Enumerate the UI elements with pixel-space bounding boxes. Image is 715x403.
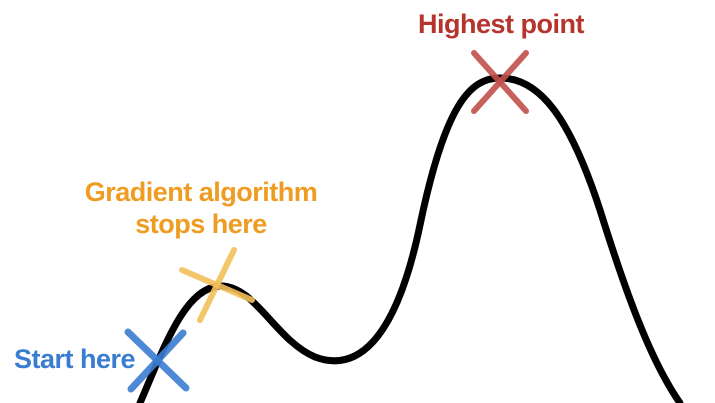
start-here-label: Start here [14,344,136,374]
start-marker [124,328,190,393]
local-max-marker [179,247,255,323]
global-max-marker [471,50,529,114]
gradient-stop-label-line2: stops here [135,209,267,239]
gradient-stop-label-line1: Gradient algorithm [84,177,318,207]
gradient-stop-label: Gradient algorithm stops here [70,176,332,240]
landscape-curve [136,74,684,403]
highest-point-label: Highest point [418,9,584,39]
